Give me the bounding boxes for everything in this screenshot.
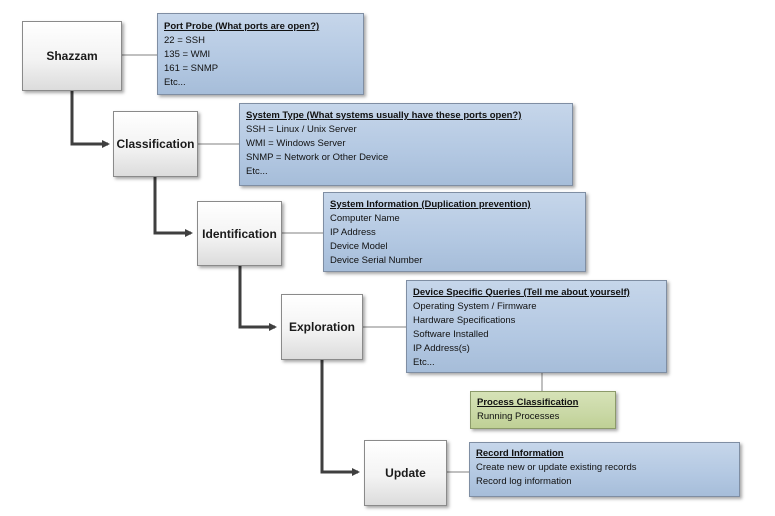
note-system-type: System Type (What systems usually have t… xyxy=(239,103,573,186)
note-line: WMI = Windows Server xyxy=(246,138,346,149)
note-line: Operating System / Firmware xyxy=(413,301,537,312)
note-system-information: System Information (Duplication preventi… xyxy=(323,192,586,272)
arrow-classification-to-identification xyxy=(153,177,193,237)
step-identification: Identification xyxy=(197,201,282,266)
step-identification-label: Identification xyxy=(202,226,277,241)
note-line: IP Address xyxy=(330,227,376,238)
note-line: Etc... xyxy=(164,77,186,88)
note-process-classification-title: Process Classification xyxy=(477,397,579,408)
step-classification-label: Classification xyxy=(116,137,195,151)
note-line: Running Processes xyxy=(477,411,560,422)
note-record-information: Record Information Create new or update … xyxy=(469,442,740,497)
note-process-classification: Process Classification Running Processes xyxy=(470,391,616,429)
step-classification: Classification xyxy=(113,111,198,177)
arrow-exploration-to-update xyxy=(320,360,360,476)
step-shazzam: Shazzam xyxy=(22,21,122,91)
step-update-label: Update xyxy=(385,466,426,480)
note-line: SNMP = Network or Other Device xyxy=(246,152,389,163)
step-exploration-label: Exploration xyxy=(288,320,355,334)
note-line: Record log information xyxy=(476,476,572,487)
note-line: Etc... xyxy=(246,166,268,177)
step-shazzam-label: Shazzam xyxy=(46,49,98,63)
note-system-type-title: System Type (What systems usually have t… xyxy=(246,110,522,121)
note-line: 135 = WMI xyxy=(164,49,211,60)
note-device-queries-title: Device Specific Queries (Tell me about y… xyxy=(413,287,630,298)
note-line: Device Serial Number xyxy=(330,255,423,266)
note-line: SSH = Linux / Unix Server xyxy=(246,124,357,135)
note-line: Hardware Specifications xyxy=(413,315,516,326)
note-line: 161 = SNMP xyxy=(164,63,219,74)
note-line: Create new or update existing records xyxy=(476,462,637,473)
note-device-queries: Device Specific Queries (Tell me about y… xyxy=(406,280,667,373)
step-update: Update xyxy=(364,440,447,506)
note-line: 22 = SSH xyxy=(164,35,205,46)
note-line: Device Model xyxy=(330,241,388,252)
note-line: Computer Name xyxy=(330,213,400,224)
note-line: Etc... xyxy=(413,357,435,368)
note-line: IP Address(s) xyxy=(413,343,470,354)
note-line: Software Installed xyxy=(413,329,489,340)
note-port-probe: Port Probe (What ports are open?) 22 = S… xyxy=(157,13,364,95)
arrow-shazzam-to-classification xyxy=(70,91,110,148)
step-exploration: Exploration xyxy=(281,294,363,360)
arrow-identification-to-exploration xyxy=(238,266,277,331)
note-system-information-title: System Information (Duplication preventi… xyxy=(330,199,531,210)
note-record-information-title: Record Information xyxy=(476,448,564,459)
note-port-probe-title: Port Probe (What ports are open?) xyxy=(164,21,320,32)
